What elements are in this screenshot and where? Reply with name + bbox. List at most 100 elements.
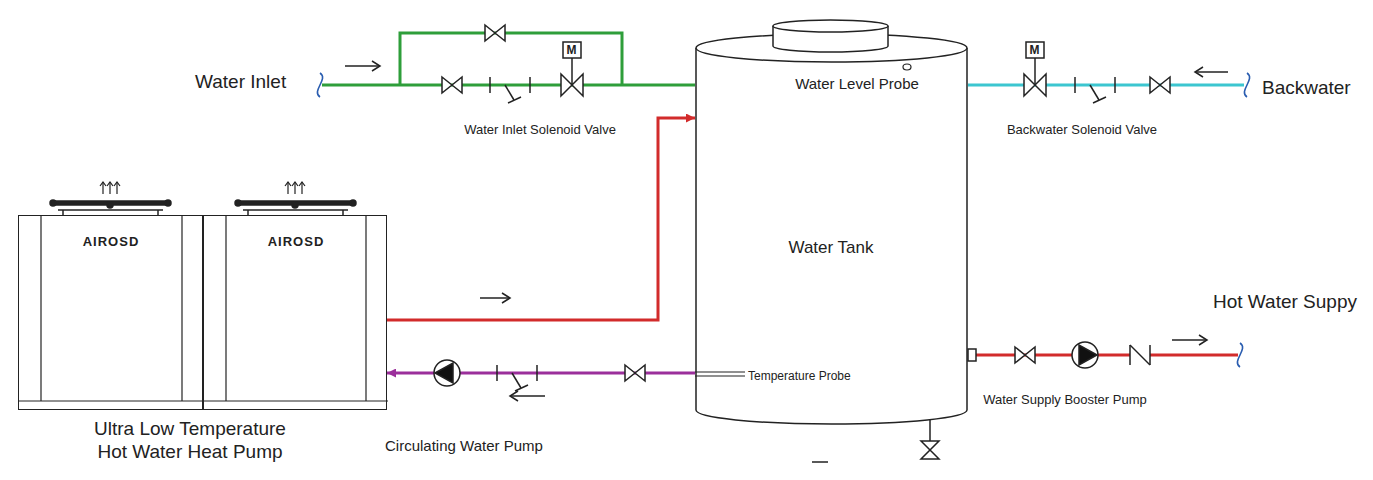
tank-title: Water Tank xyxy=(788,238,873,258)
inlet-pipe xyxy=(322,84,695,87)
unit-base-line xyxy=(204,400,388,401)
solenoid-valve xyxy=(1024,74,1046,96)
gate-valve xyxy=(1015,347,1035,363)
strainer-symbol xyxy=(1093,97,1106,103)
drain-valve xyxy=(929,420,931,441)
heat-pump-unit: AIROSD xyxy=(18,215,203,410)
airflow-arrows xyxy=(299,182,305,186)
temperature-probe xyxy=(695,375,745,376)
fan-guard xyxy=(235,200,241,206)
backwater-pipe xyxy=(968,84,1244,87)
drain-valve xyxy=(812,420,939,462)
strainer-symbol xyxy=(512,373,521,388)
unit-caption: Ultra Low Temperature Hot Water Heat Pum… xyxy=(83,417,298,463)
unit-base-line xyxy=(19,400,204,401)
pipe-break-symbol xyxy=(1244,73,1249,97)
airflow-arrows xyxy=(109,182,110,194)
pipe-connector xyxy=(387,372,695,375)
fan-guard xyxy=(243,209,348,211)
unit-panel-line xyxy=(365,216,366,401)
airflow-arrows xyxy=(116,182,117,194)
pump-symbol xyxy=(434,360,460,386)
strainer-symbol xyxy=(505,85,514,100)
airflow-arrows xyxy=(301,182,302,194)
motor-mark: M xyxy=(1030,43,1041,57)
unit-panel-line xyxy=(225,216,226,401)
drain-valve xyxy=(921,441,939,459)
flow-arrow xyxy=(510,391,518,401)
check-valve xyxy=(1130,345,1150,365)
flow-arrow xyxy=(1195,71,1228,73)
airflow-arrows xyxy=(100,182,305,194)
component-label: Backwater Solenoid Valve xyxy=(1007,122,1157,138)
heat-pump-unit: AIROSD xyxy=(203,215,387,410)
check-valve xyxy=(1130,345,1150,365)
solenoid-valve xyxy=(563,42,581,58)
flow-arrow xyxy=(510,395,545,397)
component-label: Water Inlet Solenoid Valve xyxy=(464,122,616,138)
gate-valve xyxy=(1150,77,1170,93)
fan-guard xyxy=(50,200,56,206)
fan-guard xyxy=(107,202,113,208)
pipe-endpoint-label: Backwater xyxy=(1262,76,1351,99)
backwater-pipe xyxy=(968,84,1244,87)
flow-arrow xyxy=(480,297,510,299)
gate-valve xyxy=(625,365,645,381)
fan-guard xyxy=(50,200,356,215)
flow-arrow xyxy=(1195,67,1203,77)
check-valve xyxy=(1129,345,1131,365)
airflow-arrows xyxy=(114,182,120,186)
airflow-arrows xyxy=(102,182,103,194)
pipe-connector xyxy=(387,118,695,320)
fan-guard xyxy=(58,209,163,211)
strainer-symbol xyxy=(508,97,521,103)
unit-panel-line xyxy=(40,216,41,401)
flow-arrow xyxy=(1172,339,1207,341)
motor-mark: M xyxy=(567,43,578,57)
airflow-arrows xyxy=(287,182,288,194)
strainer-symbol xyxy=(1074,77,1076,93)
solenoid-valve xyxy=(571,58,573,85)
strainer-symbol xyxy=(1114,77,1116,93)
inlet-pipe xyxy=(322,33,695,85)
flow-arrow xyxy=(372,61,380,71)
airflow-arrows xyxy=(292,182,298,186)
pump-symbol xyxy=(435,363,453,383)
tank-outlet-flange xyxy=(968,349,976,361)
fan-guard xyxy=(350,200,356,206)
gate-valve xyxy=(442,77,462,93)
pump-symbol xyxy=(1072,342,1098,368)
strainer-symbol xyxy=(536,365,538,381)
flow-arrow xyxy=(502,293,510,303)
unit-panel-line xyxy=(181,216,182,401)
airflow-arrows xyxy=(107,182,113,186)
brand-logo: AIROSD xyxy=(83,234,140,250)
solenoid-valve xyxy=(1026,42,1044,58)
strainer-symbol xyxy=(515,385,528,391)
check-valve xyxy=(1130,345,1150,365)
probe-label: Temperature Probe xyxy=(748,369,851,383)
pipe-endpoint-label: Hot Water Suppy xyxy=(1213,290,1357,313)
water-tank: Water Level ProbeWater TankTemperature P… xyxy=(695,18,968,430)
probe-label: Water Level Probe xyxy=(795,75,919,93)
fan-guard xyxy=(165,200,171,206)
strainer-symbol xyxy=(489,77,491,93)
airflow-arrows xyxy=(294,182,295,194)
strainer-symbol xyxy=(529,77,531,93)
gate-valve xyxy=(485,25,505,41)
tank-body xyxy=(696,48,967,424)
component-label: Water Supply Booster Pump xyxy=(983,392,1147,408)
pipe-endpoint-label: Water Inlet xyxy=(195,70,286,93)
airflow-arrows xyxy=(285,182,291,186)
airflow-arrows xyxy=(100,182,106,186)
solenoid-valve xyxy=(561,74,583,96)
pipe-break-symbol xyxy=(317,73,322,97)
pipe-break-symbol xyxy=(1237,343,1242,367)
level-probe-mark xyxy=(903,64,911,70)
pump-symbol xyxy=(1079,345,1097,365)
tank-lid-top xyxy=(773,20,888,32)
tank-outlet-flange xyxy=(968,349,976,361)
fan-guard xyxy=(292,202,298,208)
check-valve xyxy=(1149,345,1151,365)
